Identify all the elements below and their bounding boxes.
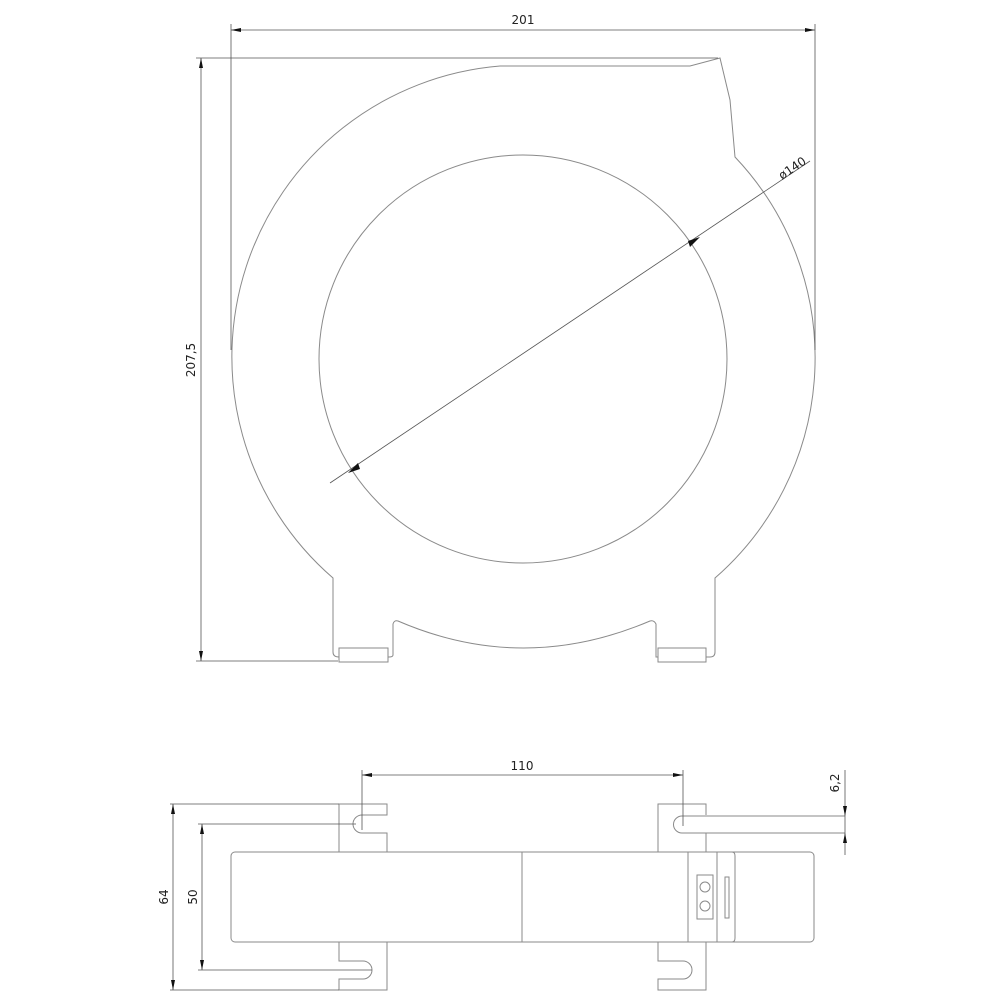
foot-right [657, 647, 707, 663]
width-label: 201 [512, 13, 535, 27]
height-arrow-top [199, 58, 203, 68]
outer-height-arrow-bottom [171, 980, 175, 990]
width-arrow-left [231, 28, 241, 32]
slot-arrow-top [843, 806, 847, 816]
bracket-top-right [657, 803, 707, 852]
side-view: 110 64 50 6,2 [157, 759, 847, 991]
top-view: ø140 201 207,5 [184, 13, 816, 663]
slot-arrow-bottom [843, 833, 847, 843]
indicator-slot [724, 876, 730, 919]
spacing-label: 110 [511, 759, 534, 773]
slot-rod [673, 815, 845, 834]
outer-height-arrow-top [171, 804, 175, 814]
diameter-arrow-1 [348, 463, 360, 473]
diameter-dim-line [329, 160, 811, 484]
foot-left [338, 647, 389, 663]
height-arrow-bottom [199, 651, 203, 661]
outer-outline [231, 57, 816, 658]
inner-height-arrow-top [200, 824, 204, 834]
terminal-block [696, 874, 714, 920]
bracket-bottom-left [338, 942, 388, 991]
terminal-screw-2 [699, 900, 711, 912]
bracket-top-left [338, 803, 388, 852]
inner-height-arrow-bottom [200, 960, 204, 970]
clip-cover [717, 851, 736, 943]
spacing-arrow-left [362, 773, 372, 777]
bracket-bottom-right [657, 942, 707, 991]
inner-height-label: 50 [186, 889, 200, 904]
slot-label: 6,2 [828, 773, 842, 792]
diameter-arrow-2 [688, 237, 700, 247]
inner-aperture [318, 154, 728, 564]
height-label: 207,5 [184, 343, 198, 377]
width-arrow-right [805, 28, 815, 32]
outer-height-label: 64 [157, 889, 171, 904]
diameter-label: ø140 [776, 154, 809, 183]
terminal-screw-1 [699, 881, 711, 893]
spacing-arrow-right [673, 773, 683, 777]
